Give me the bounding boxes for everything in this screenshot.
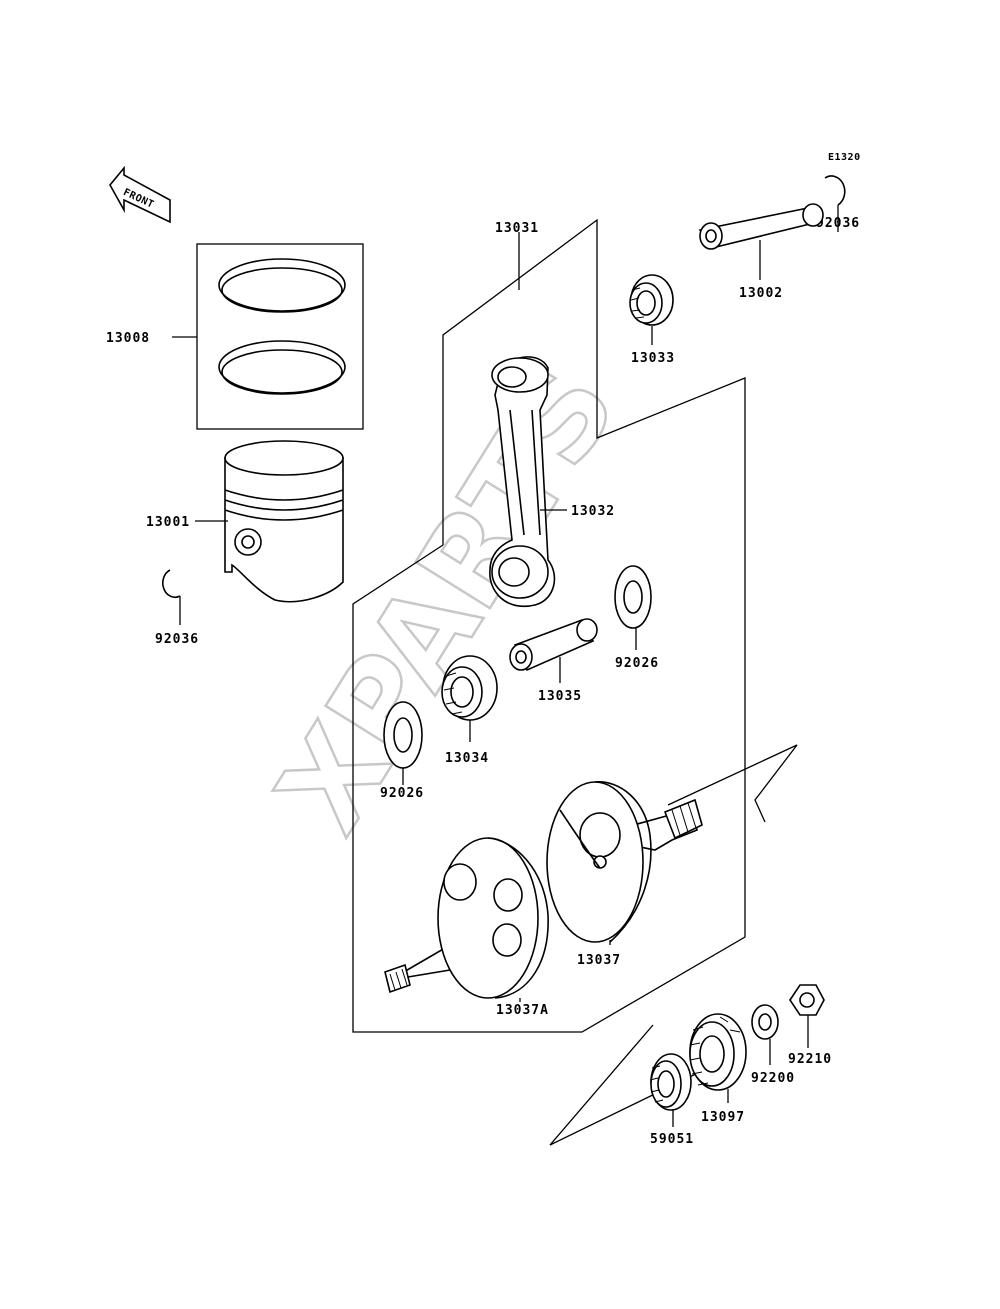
label-13037A: 13037A <box>496 1003 549 1018</box>
crankshaft-left-half <box>384 837 549 999</box>
thrust-washer-left <box>383 701 423 769</box>
label-92210: 92210 <box>788 1052 832 1067</box>
circlip-left <box>162 569 181 599</box>
crank-bracket-outline <box>667 744 798 823</box>
piston <box>224 440 344 603</box>
circlip-top <box>824 175 846 206</box>
label-13035: 13035 <box>538 689 582 704</box>
needle-bearing-large <box>441 655 498 721</box>
crank-pin <box>509 618 598 672</box>
connecting-rod <box>489 356 556 608</box>
label-13097: 13097 <box>701 1110 745 1125</box>
assembly-outline-13031 <box>352 218 746 1033</box>
label-13034: 13034 <box>445 751 489 766</box>
label-92036-top: 92036 <box>816 216 860 231</box>
label-92200: 92200 <box>751 1071 795 1086</box>
label-13001: 13001 <box>146 515 190 530</box>
diagram-code: E1320 <box>828 152 861 163</box>
flange-nut <box>789 984 825 1016</box>
thrust-washer-right <box>614 565 652 629</box>
small-gear <box>649 1053 692 1111</box>
label-59051: 59051 <box>650 1132 694 1147</box>
label-92026-right: 92026 <box>615 656 659 671</box>
drive-gear <box>689 1013 747 1091</box>
washer <box>751 1004 779 1040</box>
label-13033: 13033 <box>631 351 675 366</box>
label-13002: 13002 <box>739 286 783 301</box>
piston-ring-set <box>196 243 364 430</box>
label-13008: 13008 <box>106 331 150 346</box>
label-13031: 13031 <box>495 221 539 236</box>
label-13037: 13037 <box>577 953 621 968</box>
crankshaft-right-half <box>546 781 703 943</box>
label-92036-left: 92036 <box>155 632 199 647</box>
piston-pin <box>698 203 824 250</box>
needle-bearing-small <box>629 274 674 326</box>
label-13032: 13032 <box>571 504 615 519</box>
label-92026-left: 92026 <box>380 786 424 801</box>
front-arrow-icon: FRONT <box>109 165 171 224</box>
